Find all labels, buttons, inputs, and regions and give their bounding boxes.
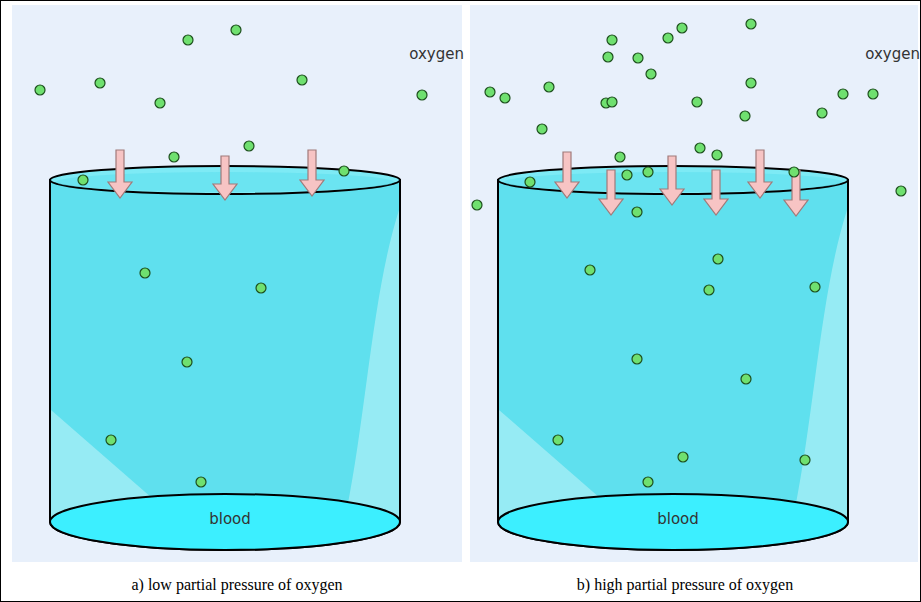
oxygen-molecule [78,175,88,185]
oxygen-molecule [544,82,554,92]
diffusion-arrow [300,150,324,196]
diffusion-arrow [108,150,132,198]
oxygen-molecule [746,78,756,88]
panel-caption: b) high partial pressure of oxygen [465,576,905,594]
oxygen-molecule [896,186,906,196]
diffusion-arrow [555,152,579,198]
oxygen-molecule [553,435,563,445]
oxygen-molecule [817,108,827,118]
blood-cylinder [50,166,400,550]
oxygen-molecule [169,152,179,162]
oxygen-molecule [643,477,653,487]
oxygen-molecule [537,124,547,134]
oxygen-molecule [712,150,722,160]
panel-background [12,5,462,562]
oxygen-molecule [339,166,349,176]
oxygen-molecule [633,53,643,63]
oxygen-molecule [695,143,705,153]
diffusion-arrow [213,156,237,200]
liquid-label: blood [50,510,410,528]
blood-cylinder [498,166,848,550]
oxygen-molecule [632,354,642,364]
oxygen-molecule [607,97,617,107]
oxygen-molecule [868,89,878,99]
oxygen-molecule [789,167,799,177]
oxygen-molecule [643,167,653,177]
diffusion-arrow [660,156,684,205]
oxygen-molecule [231,25,241,35]
oxygen-molecule [244,141,254,151]
oxygen-molecule [678,452,688,462]
oxygen-molecule [183,35,193,45]
panel-background [470,5,918,562]
oxygen-molecule [740,111,750,121]
oxygen-molecule [297,75,307,85]
oxygen-molecule [704,285,714,295]
oxygen-molecule [603,52,613,62]
oxygen-molecule [182,357,192,367]
oxygen-molecule [838,89,848,99]
oxygen-molecule [472,200,482,210]
oxygen-molecule [692,97,702,107]
oxygen-molecule [196,477,206,487]
panel: oxygen blood [12,5,472,562]
panel-caption: a) low partial pressure of oxygen [17,576,457,594]
oxygen-molecule [500,93,510,103]
oxygen-molecule [810,282,820,292]
oxygen-molecule [741,374,751,384]
oxygen-molecule [525,177,535,187]
blood-cylinder-node: blood [50,165,410,555]
oxygen-molecule [35,85,45,95]
oxygen-molecule [417,90,427,100]
oxygen-molecule [140,268,150,278]
oxygen-molecule [585,265,595,275]
gas-label: oxygen [12,45,472,63]
oxygen-molecule [607,35,617,45]
oxygen-molecule [800,455,810,465]
diffusion-arrow [704,170,728,215]
oxygen-molecule [95,78,105,88]
diffusion-arrow [748,150,772,198]
blood-cylinder-node: blood [498,165,858,555]
gas-label: oxygen [470,45,921,63]
oxygen-molecule [155,98,165,108]
oxygen-molecule [746,19,756,29]
diffusion-arrow [599,170,623,215]
oxygen-molecule [713,254,723,264]
panel: oxygen blood [470,5,921,562]
oxygen-molecule [622,170,632,180]
oxygen-molecule [615,152,625,162]
liquid-label: blood [498,510,858,528]
oxygen-molecule [485,87,495,97]
oxygen-molecule [256,283,266,293]
oxygen-molecule [646,69,656,79]
oxygen-molecule [106,435,116,445]
oxygen-molecule [632,207,642,217]
oxygen-molecule [663,33,673,43]
oxygen-molecule [677,23,687,33]
